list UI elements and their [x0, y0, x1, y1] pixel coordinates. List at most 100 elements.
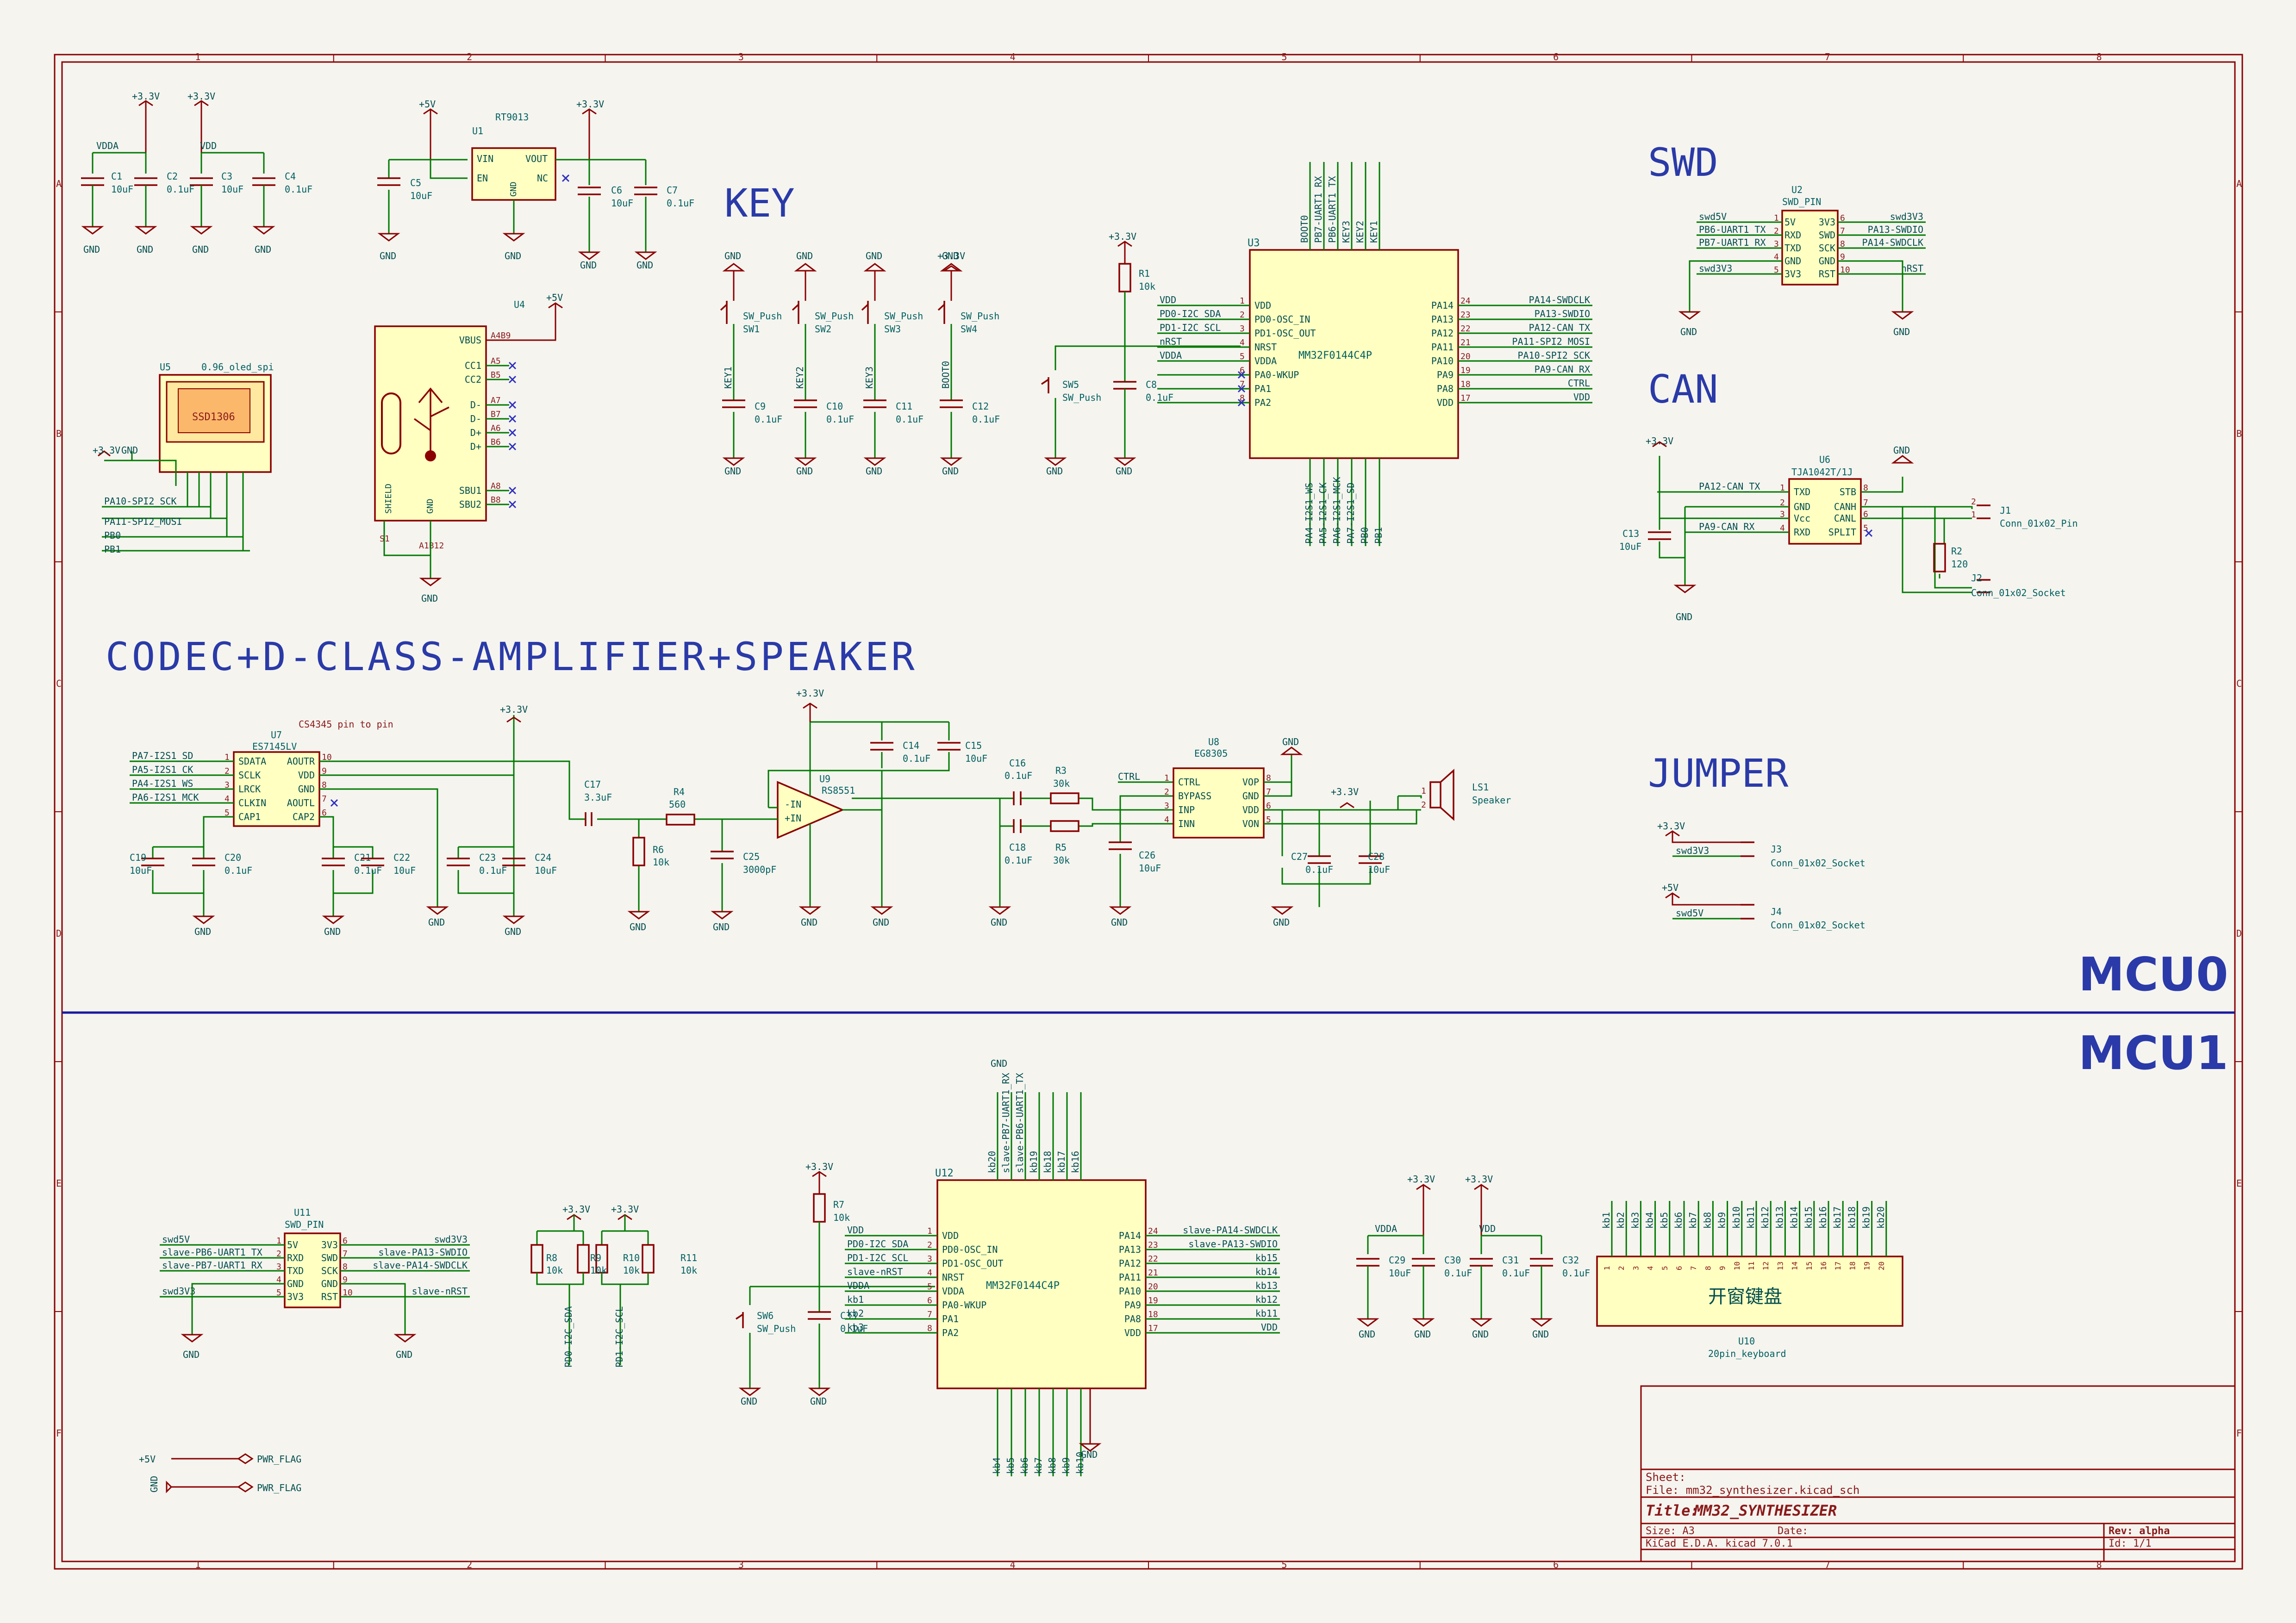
c13-value: 10uF — [1619, 541, 1641, 552]
u8-pin-label: VOP — [1242, 777, 1259, 788]
gnd-label: GND — [1680, 326, 1697, 337]
column-number: 3 — [738, 51, 744, 62]
cap-value: 0.1uF — [1562, 1268, 1590, 1279]
can-pin-label: TXD — [1794, 486, 1810, 497]
u8-pin-label: BYPASS — [1178, 790, 1211, 802]
mcu-net-label: PA12-CAN_TX — [1529, 322, 1590, 333]
row-letter: F — [56, 1428, 62, 1439]
cap-value: 0.1uF — [479, 865, 507, 876]
mcu-net-label: kb1 — [847, 1294, 864, 1305]
r4-value: 560 — [669, 799, 686, 810]
u7-net: PA6-I2S1_MCK — [132, 792, 199, 803]
mcu-pin-number: 4 — [1240, 338, 1245, 348]
can-pin-label: GND — [1794, 501, 1810, 512]
mcu-net-label: kb20 — [986, 1151, 998, 1173]
swd-pin-number: 9 — [343, 1275, 348, 1285]
swd-net-label: nRST — [1901, 263, 1923, 274]
u8-part: EG8305 — [1194, 748, 1228, 759]
title-value: MM32_SYNTHESIZER — [1694, 1502, 1837, 1519]
mcu-net-label: VDD — [847, 1225, 864, 1236]
gnd-label: GND — [630, 921, 646, 933]
title-rev: Rev: alpha — [2109, 1525, 2170, 1537]
swd-pin-label: 3V3 — [321, 1239, 338, 1250]
can-pin-number: 2 — [1780, 498, 1785, 508]
mcu-net-label: kb12 — [1255, 1294, 1278, 1305]
swd-pin-label: RXD — [1784, 230, 1801, 241]
keyboard-net: kb10 — [1731, 1206, 1742, 1229]
r10-value: 10k — [623, 1265, 640, 1276]
r11-value: 10k — [680, 1265, 697, 1276]
mcu-net-label: kb7 — [1033, 1457, 1044, 1474]
keyboard-pin-number: 13 — [1776, 1262, 1784, 1270]
cap-ref: C5 — [410, 177, 421, 188]
cap-value: 10uF — [111, 184, 133, 195]
power-label: +5V — [139, 1454, 156, 1465]
power-label: +3.3V — [1331, 786, 1359, 797]
switch-ref: SW1 — [743, 323, 760, 335]
swd-pin-label: SCK — [321, 1265, 338, 1276]
mcu-part: MM32F0144C4P — [986, 1280, 1060, 1292]
r9-value: 10k — [590, 1265, 607, 1276]
usb-pin-number: A1B12 — [419, 541, 444, 551]
jumpers: +3.3V swd3V3 J3 Conn_01x02_Socket +5V sw… — [1657, 821, 1866, 931]
swd-pin-number: 1 — [1774, 213, 1779, 223]
u7-pin-number: 10 — [322, 752, 332, 762]
mcu-pin-number: 18 — [1148, 1310, 1158, 1319]
mcu-pin-label: VDDA — [1254, 355, 1277, 367]
keyboard-u10: 开窗键盘U1020pin_keyboardkb11kb22kb33kb44kb5… — [1596, 1201, 1903, 1359]
pwr-flags: +5V PWR_FLAG GND PWR_FLAG — [139, 1453, 301, 1493]
can-pin-number: 6 — [1863, 510, 1868, 519]
mcu-net-label: BOOT0 — [1299, 215, 1310, 243]
r9-ref: R9 — [590, 1252, 601, 1263]
mcu-net-label: PA7-I2S1_SD — [1345, 483, 1356, 544]
u8-pin-number: 3 — [1164, 801, 1169, 811]
u6-part: TJA1042T/1J — [1791, 466, 1853, 478]
keyboard-net: kb7 — [1687, 1212, 1698, 1229]
keyboard-pin-number: 19 — [1863, 1262, 1872, 1270]
ls1-ref: LS1 — [1472, 782, 1489, 793]
mcu-net-label: VDD — [1160, 294, 1176, 305]
swd-pin-number: 1 — [276, 1236, 281, 1246]
row-letter: A — [56, 178, 62, 189]
mcu-net-label: PB7-UART1_RX — [1313, 176, 1324, 243]
power-label: +5V — [419, 99, 436, 110]
u7-net: PA4-I2S1_WS — [132, 778, 193, 789]
mcu-pin-label: PA11 — [1119, 1272, 1141, 1283]
mcu-pin-number: 2 — [1240, 310, 1245, 320]
mcu-pin-label: PA10 — [1431, 355, 1454, 367]
can-pin-label: Vcc — [1794, 513, 1810, 524]
swd-net-label: slave-PB7-UART1_RX — [162, 1260, 262, 1271]
mcu-pin-number: 1 — [927, 1226, 932, 1236]
j1-ref: J1 — [2000, 505, 2011, 516]
mcu-net-label: KEY3 — [1341, 221, 1352, 243]
keyboard-pin-number: 3 — [1631, 1266, 1640, 1270]
keyboard-net: kb4 — [1644, 1212, 1655, 1229]
can-pin-number: 3 — [1780, 510, 1785, 519]
swd-net-label: PA14-SWDCLK — [1862, 237, 1923, 248]
usb-pin-number: B5 — [491, 370, 501, 380]
cap-ref: C23 — [479, 852, 496, 863]
sw5-ref: SW5 — [1062, 379, 1079, 390]
c18-ref: C18 — [1009, 842, 1026, 853]
mcu-pin-number: 21 — [1148, 1268, 1158, 1278]
swd-net-label: slave-PA13-SWDIO — [378, 1247, 468, 1258]
mcu-pin-label: PD1-OSC_OUT — [1254, 328, 1316, 339]
r8-ref: R8 — [546, 1252, 557, 1263]
mcu-pin-label: VDD — [1254, 300, 1271, 311]
swd-pin-number: 5 — [276, 1288, 281, 1298]
mcu-pin-number: 17 — [1460, 393, 1471, 403]
j1-pin: 1 — [1971, 510, 1976, 520]
mcu-net-label: slave-nRST — [847, 1266, 903, 1277]
u7-part: ES7145LV — [252, 741, 297, 752]
swd-pin-label: GND — [287, 1278, 304, 1289]
pwr-flag-label: PWR_FLAG — [257, 1482, 301, 1493]
mcu-pin-label: PD0-OSC_IN — [942, 1244, 998, 1255]
cap-value: 0.1uF — [285, 184, 312, 195]
usb-pin-label: D- — [470, 413, 481, 424]
cap-value: 0.1uF — [826, 414, 854, 425]
u7-pin-number: 6 — [322, 808, 327, 818]
column-number: 1 — [195, 1559, 200, 1570]
u7-pin-label: AOUTL — [287, 797, 315, 808]
swd-net-label: slave-PA14-SWDCLK — [373, 1260, 468, 1271]
